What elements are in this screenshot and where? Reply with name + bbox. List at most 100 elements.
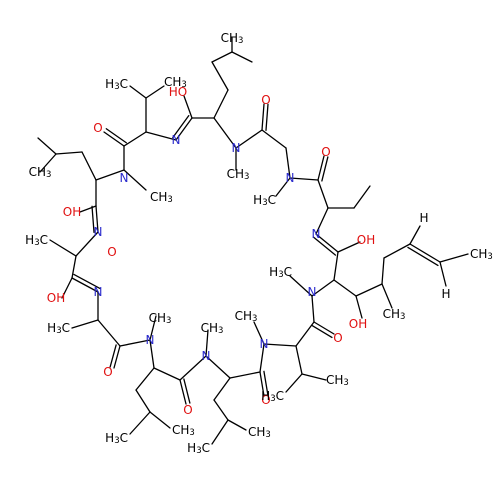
bond <box>211 51 233 63</box>
bond <box>337 241 361 253</box>
atom-symbol: CH <box>470 247 487 261</box>
bond <box>263 343 297 347</box>
atom-symbol-tail: C <box>120 431 128 445</box>
methyl-label: CH3 <box>470 247 493 262</box>
bond <box>105 128 127 144</box>
methyl-label: CH3 <box>235 309 258 324</box>
methyl-label: CH3 <box>221 31 244 46</box>
bond <box>311 324 333 339</box>
atom-symbol: CH <box>248 425 265 439</box>
methyl-label: CH3 <box>326 373 349 388</box>
bond <box>313 321 335 335</box>
methyl-label: H3C <box>105 431 128 446</box>
atom-symbol: CH <box>29 165 46 179</box>
oxygen-label: O <box>261 393 270 407</box>
oxygen-label: O <box>183 403 192 417</box>
nitrogen-label: N <box>312 227 321 241</box>
atom-symbol: O <box>183 403 192 417</box>
atom-symbol: N <box>202 349 211 363</box>
bond <box>175 117 193 141</box>
atom-symbol: N <box>146 333 155 347</box>
atom-symbol-tail: C <box>268 193 276 207</box>
atom-symbol: N <box>232 141 241 155</box>
bond <box>311 279 335 297</box>
atom-symbol: H <box>253 193 262 207</box>
bond <box>205 355 231 379</box>
atom-subscript: 3 <box>400 312 405 322</box>
hydrogen-label: H <box>441 287 450 301</box>
oxygen-label: O <box>321 145 330 159</box>
atom-symbol: O <box>107 245 116 259</box>
bond <box>91 205 95 233</box>
bond <box>285 373 303 393</box>
methyl-label: CH3 <box>227 167 250 182</box>
atom-symbol: O <box>321 145 330 159</box>
bond <box>135 389 151 413</box>
oxygen-label: O <box>261 93 270 107</box>
atom-subscript: 3 <box>167 195 172 205</box>
bond <box>71 277 99 293</box>
bond <box>317 155 325 181</box>
atom-subscript: 3 <box>343 378 348 388</box>
bond <box>265 103 269 131</box>
methyl-label: CH3 <box>29 165 52 180</box>
atom-subscript: 3 <box>218 326 223 336</box>
bond <box>73 273 101 290</box>
atom-subscript: 3 <box>181 80 186 90</box>
methyl-label: CH3 <box>164 75 187 90</box>
bond <box>149 339 155 369</box>
atom-subscript: 3 <box>252 314 257 324</box>
atom-symbol: O <box>93 121 102 135</box>
atom-symbol-tail: C <box>202 441 210 455</box>
atom-subscript: 3 <box>238 36 243 46</box>
bond <box>103 131 125 147</box>
bond <box>355 295 363 319</box>
atom-subscript: 3 <box>56 326 61 336</box>
bond <box>95 169 125 181</box>
bond <box>135 367 155 391</box>
oxygen-label: O <box>93 121 102 135</box>
bond <box>119 339 151 347</box>
bond <box>79 205 97 213</box>
bond <box>409 243 441 263</box>
bond <box>172 114 190 139</box>
bond <box>211 419 229 445</box>
atom-symbol: N <box>172 133 181 147</box>
bond <box>333 279 357 297</box>
methyl-label: H3C <box>261 389 284 404</box>
atom-symbol: CH <box>150 190 167 204</box>
atom-symbol: OH <box>357 233 375 247</box>
atom-symbol-tail: C <box>284 265 292 279</box>
bond <box>263 370 269 396</box>
bond <box>333 251 339 281</box>
atom-subscript: 3 <box>265 430 270 440</box>
atom-symbol: CH <box>164 75 181 89</box>
bond <box>213 117 237 149</box>
atom-symbol: H <box>441 287 450 301</box>
atom-subscript: 3 <box>46 170 51 180</box>
atom-symbol: OH <box>63 205 81 219</box>
bond <box>295 321 315 347</box>
atom-symbol: HO <box>169 85 187 99</box>
methyl-label: CH3 <box>383 307 406 322</box>
atom-symbol: H <box>47 321 56 335</box>
atom-symbol: N <box>120 171 129 185</box>
methyl-label: CH3 <box>248 425 271 440</box>
atom-symbol: H <box>187 441 196 455</box>
nitrogen-label: N <box>120 171 129 185</box>
bond <box>259 343 265 373</box>
bond <box>129 85 147 99</box>
atom-symbol: N <box>308 285 317 299</box>
bond <box>321 156 329 182</box>
hydroxyl-label: HO <box>169 85 187 99</box>
bond <box>123 131 147 147</box>
methyl-label: H3C <box>187 441 210 456</box>
bond <box>97 319 121 347</box>
nitrogen-label: N <box>172 133 181 147</box>
atom-symbol-tail: C <box>62 321 70 335</box>
nitrogen-label: N <box>94 225 103 239</box>
atom-symbol: OH <box>349 317 367 331</box>
atom-subscript: 3 <box>114 82 119 92</box>
